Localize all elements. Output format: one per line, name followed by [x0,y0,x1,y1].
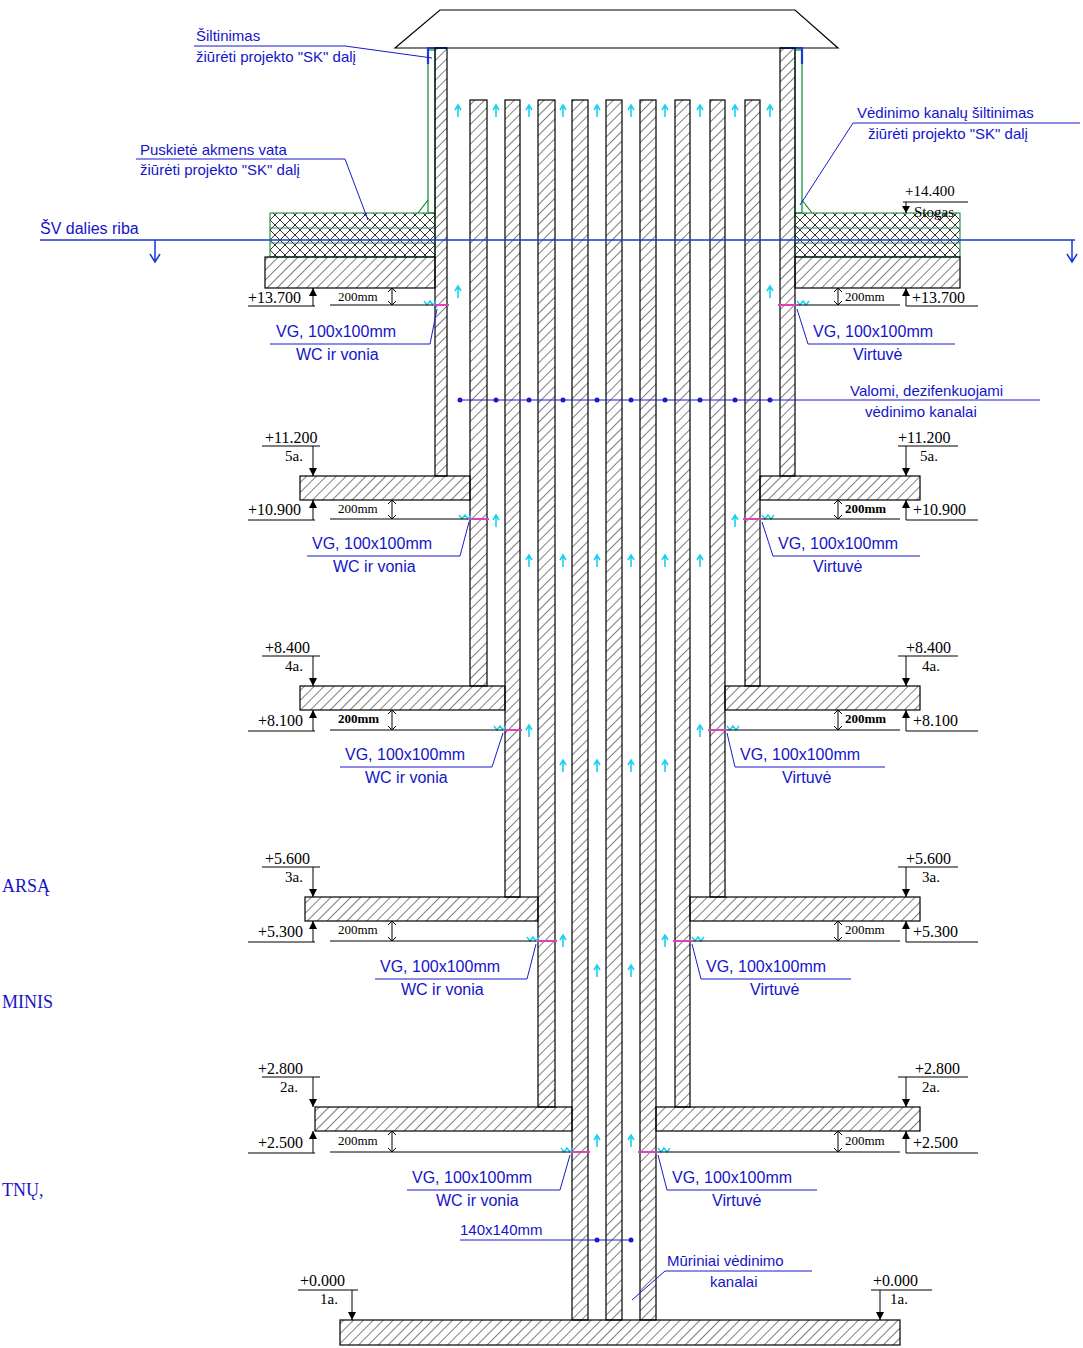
dimension: 200mm [338,923,378,938]
cut-text: MINIS [2,992,53,1013]
level-mark: +10.900 [248,501,301,519]
floor-label: 4a. [922,658,940,675]
room-label: WC ir vonia [401,981,484,999]
room-label: WC ir vonia [333,558,416,576]
dimension: 200mm [338,502,378,517]
floor-label: 5a. [920,448,938,465]
chimney-cap [395,10,838,48]
boundary-line [40,240,1077,262]
level-mark: +8.100 [913,712,958,730]
grille-label: VG, 100x100mm [740,746,860,764]
leader-dots [458,398,773,1243]
level-marks [248,202,978,1320]
level-mark: +2.800 [258,1060,303,1078]
level-mark: +8.400 [906,639,951,657]
level-mark: +0.000 [873,1272,918,1290]
grilles [433,305,797,1152]
dimension: 200mm [338,290,378,305]
level-mark: +10.900 [913,501,966,519]
level-mark: +2.500 [913,1134,958,1152]
grille-label: VG, 100x100mm [706,958,826,976]
room-label: Virtuvė [782,769,832,787]
level-mark: +0.000 [300,1272,345,1290]
note-text: žiūrėti projekto "SK" dalį [196,48,356,65]
floor-label: 1a. [320,1291,338,1308]
dimension: 200mm [845,502,886,517]
note-text: Valomi, dezifenkuojami [850,382,1003,399]
floor-label: 5a. [285,448,303,465]
room-label: Virtuvė [853,346,903,364]
level-mark: +2.500 [258,1134,303,1152]
room-label: Virtuvė [712,1192,762,1210]
room-label: Virtuvė [750,981,800,999]
level-mark: +11.200 [265,429,317,447]
room-label: Virtuvė [813,558,863,576]
grille-label: VG, 100x100mm [412,1169,532,1187]
note-text: vėdinimo kanalai [865,403,977,420]
floor-label: 4a. [285,658,303,675]
room-label: WC ir vonia [296,346,379,364]
level-mark: +13.700 [912,289,965,307]
dimension: 200mm [338,712,379,727]
grille-label: VG, 100x100mm [778,535,898,553]
level-mark: +8.100 [258,712,303,730]
level-mark: +14.400 [905,183,955,200]
floor-label: 2a. [922,1079,940,1096]
note-text: Vėdinimo kanalų šiltinimas [857,104,1034,121]
grille-label: VG, 100x100mm [312,535,432,553]
level-mark: +5.600 [906,850,951,868]
floor-label: 1a. [890,1291,908,1308]
grille-label: VG, 100x100mm [345,746,465,764]
dimension-lines [330,288,900,1152]
dimension: 200mm [338,1134,378,1149]
level-name: Stogas [914,204,954,221]
grille-label: VG, 100x100mm [672,1169,792,1187]
boundary-label: ŠV dalies riba [40,220,139,238]
note-text: žiūrėti projekto "SK" dalį [140,161,300,178]
floor-label: 2a. [280,1079,298,1096]
grille-symbols [424,301,809,1152]
grille-label: VG, 100x100mm [276,323,396,341]
room-label: WC ir vonia [436,1192,519,1210]
note-text: Šiltinimas [196,27,260,44]
room-label: WC ir vonia [365,769,448,787]
level-mark: +8.400 [265,639,310,657]
dimension: 200mm [845,1134,885,1149]
floor-label: 3a. [285,869,303,886]
note-text: kanalai [710,1273,758,1290]
dimension: 200mm [845,290,885,305]
floor-label: 3a. [922,869,940,886]
level-mark: +13.700 [248,289,301,307]
note-text: žiūrėti projekto "SK" dalį [868,125,1028,142]
masonry [265,48,960,1345]
note-text: Puskietė akmens vata [140,141,287,158]
level-mark: +5.300 [258,923,303,941]
level-arrows [309,206,910,1320]
grille-label: VG, 100x100mm [380,958,500,976]
grille-label: VG, 100x100mm [813,323,933,341]
level-mark: +5.300 [913,923,958,941]
level-mark: +5.600 [265,850,310,868]
cut-text: ARSĄ [2,876,50,897]
dimension: 140x140mm [460,1221,543,1238]
leader-lines [136,46,1080,1300]
level-mark: +11.200 [898,429,950,447]
cut-text: TNŲ, [2,1180,44,1201]
dimension: 200mm [845,712,886,727]
dimension: 200mm [845,923,885,938]
level-mark: +2.800 [915,1060,960,1078]
note-text: Mūriniai vėdinimo [667,1252,784,1269]
airflow-arrows [455,105,773,1147]
